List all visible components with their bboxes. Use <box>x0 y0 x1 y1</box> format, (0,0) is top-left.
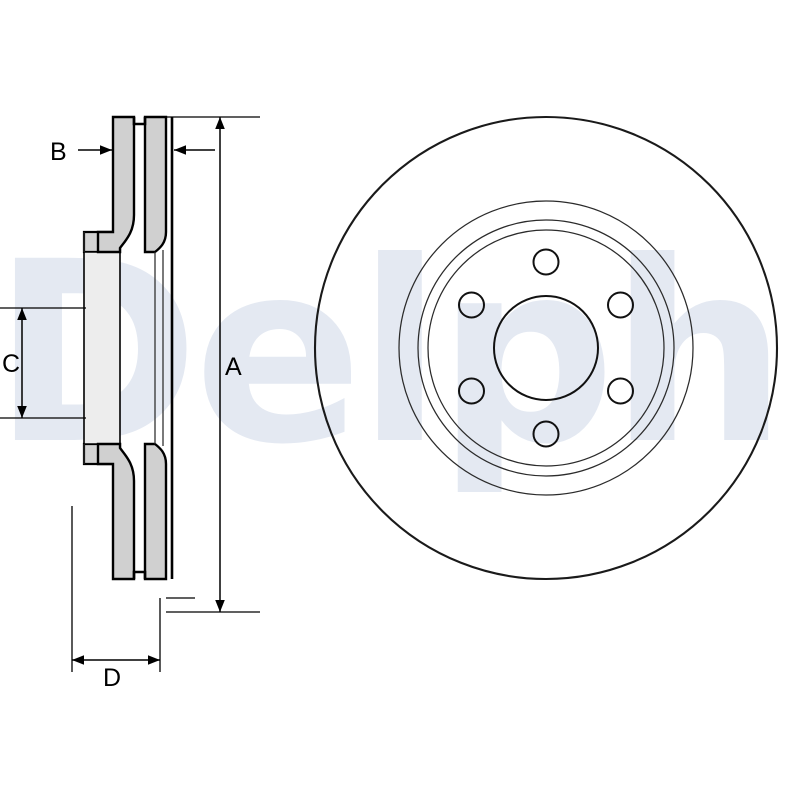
bolt-hole-3 <box>607 377 634 405</box>
friction-plate-outer-upper <box>96 115 136 254</box>
bolt-hole-4 <box>532 420 560 448</box>
friction-band-circle-inner <box>427 229 665 467</box>
friction-plate-inner-upper <box>143 115 168 254</box>
friction-band-circle-middle <box>417 219 675 477</box>
bolt-hole-1 <box>532 248 560 276</box>
watermark-text: Delphi <box>0 208 800 499</box>
vent-gap-notch-top <box>132 117 147 126</box>
bolt-hole-5 <box>458 377 485 405</box>
dim-a-label: A <box>225 353 242 381</box>
dim-c-label: C <box>2 350 20 378</box>
vent-gap-notch-bottom <box>132 570 147 579</box>
dim-b-label: B <box>50 138 67 166</box>
dim-d-label: D <box>103 664 121 692</box>
friction-band-circle-outer <box>398 200 694 496</box>
friction-plate-inner-lower <box>143 442 168 581</box>
bolt-hole-6 <box>458 291 485 319</box>
bolt-hole-2 <box>607 291 634 319</box>
hub-bore-circle <box>493 295 599 401</box>
friction-plate-outer-lower <box>96 442 136 581</box>
disc-outer-edge <box>313 115 779 581</box>
